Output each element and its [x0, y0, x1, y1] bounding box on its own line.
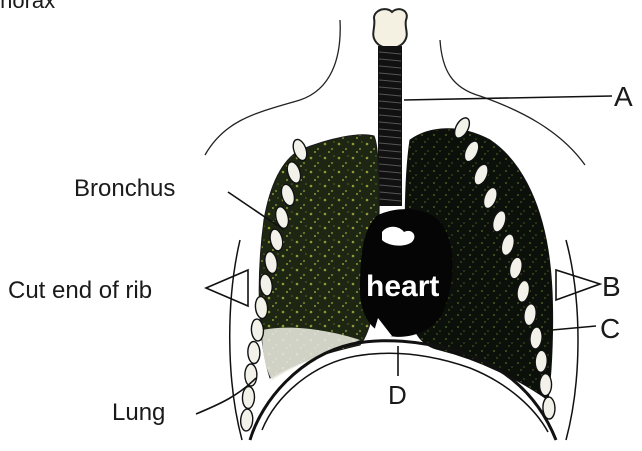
header-fragment: thorax [0, 0, 55, 13]
label-D: D [388, 380, 407, 410]
rib-segment [539, 374, 551, 396]
leader-B [556, 270, 600, 300]
larynx [373, 9, 407, 48]
rib-segment [535, 350, 548, 373]
heart-label: heart [366, 270, 439, 303]
label-cut-end-of-rib: Cut end of rib [8, 277, 152, 304]
label-C: C [600, 313, 620, 344]
rib-segment [247, 341, 260, 363]
leader-A [404, 96, 612, 100]
trachea [378, 46, 402, 206]
body-outline [205, 20, 340, 155]
rib-segment [240, 409, 254, 432]
label-bronchus: Bronchus [74, 175, 175, 202]
rib-segment [242, 386, 255, 408]
rib-segment [543, 397, 556, 419]
label-lung: Lung [112, 399, 165, 426]
leader-cut-end-of-rib [206, 270, 248, 306]
leader-C [552, 326, 596, 330]
label-A: A [614, 81, 633, 112]
chest-wall-left [230, 240, 242, 440]
chest-wall-right [566, 240, 578, 440]
label-B: B [602, 271, 621, 302]
